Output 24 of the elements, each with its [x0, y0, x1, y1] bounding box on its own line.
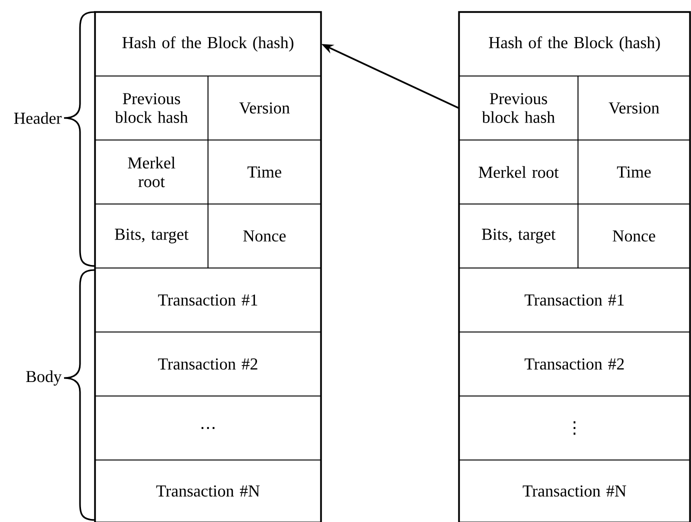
- field-cell: Previous block hash: [458, 76, 578, 140]
- transaction-cell: Transaction #N: [458, 460, 690, 522]
- field-cell: Merkel root: [94, 140, 208, 204]
- transaction-cell: Transaction #2: [94, 332, 322, 396]
- section-label: Header: [14, 112, 62, 124]
- field-cell: Merkel root: [458, 140, 578, 204]
- field-cell: Nonce: [208, 204, 322, 268]
- field-cell: Bits, target: [458, 204, 578, 268]
- node-label: Hash of the Block (hash): [488, 36, 660, 52]
- field-cell: Version: [578, 76, 690, 140]
- field-cell: Nonce: [578, 204, 690, 268]
- field-cell: Bits, target: [94, 204, 208, 268]
- ellipsis-cell: …: [94, 396, 322, 460]
- transaction-cell: Transaction #1: [94, 268, 322, 332]
- section-label: Body: [26, 370, 62, 386]
- node-label: Hash of the Block (hash): [122, 36, 294, 52]
- field-cell: Previous block hash: [94, 76, 208, 140]
- ellipsis-cell: ⋮: [458, 396, 690, 460]
- field-cell: Version: [208, 76, 322, 140]
- transaction-cell: Transaction #2: [458, 332, 690, 396]
- transaction-cell: Transaction #1: [458, 268, 690, 332]
- field-cell: Time: [578, 140, 690, 204]
- field-cell: Time: [208, 140, 322, 204]
- transaction-cell: Transaction #N: [94, 460, 322, 522]
